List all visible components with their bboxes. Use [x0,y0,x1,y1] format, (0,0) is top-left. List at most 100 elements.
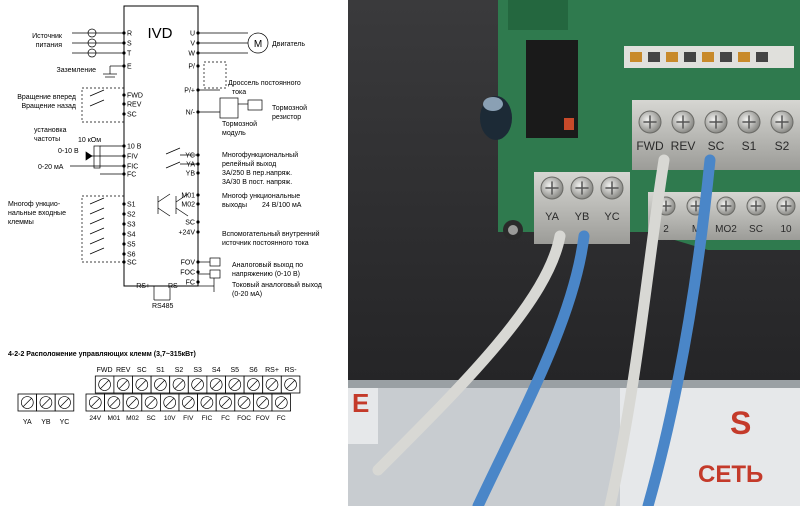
section-title: 4-2-2 Расположение управляющих клемм (3,… [8,351,196,358]
freq-label-2: частоты [34,136,60,143]
rotation-rev-label: Вращение назад [21,103,76,110]
right-terminal-dot [196,270,200,274]
photo-lower-label: M [692,224,700,235]
block-top-label: REV [116,367,131,374]
panel-label-right: СЕТЬ [698,461,763,488]
left-terminal-label: S6 [127,252,136,259]
supply-label-2: питания [36,42,62,49]
photo-top-label: REV [671,139,696,153]
wire-blue-right [642,154,716,506]
block-top-label: SC [137,367,147,374]
block-bottom-label: FIV [183,415,194,422]
terminal-screw-icon [228,378,242,391]
block-left-label: YB [41,419,51,426]
block-top-label: S6 [249,367,258,374]
relay-label-1: Многофункциональный [222,151,298,159]
multi-input-switches [81,195,125,263]
analog-v-label-1: Аналоговый выход по [232,261,303,269]
photo-top-label: FWD [636,139,664,153]
brake-res-label-1: Тормозной [272,104,307,112]
left-terminal-label: E [127,64,132,71]
motor-icon [247,32,269,54]
photo-relay-label: YA [545,211,560,223]
pcb-components [624,46,794,68]
panel-label-mid: S [730,405,751,441]
curr-in-label: 0-20 мА [38,164,64,171]
block-top-label: S5 [231,367,240,374]
terminal-screw-icon [126,396,139,409]
transistor-outputs [157,193,189,217]
left-terminal-label: FC [127,172,136,179]
supply-label-1: Источник [32,33,63,40]
photo-relay-label: YB [575,211,590,223]
terminal-screw-icon [98,378,111,391]
block-top-label: RS+ [265,367,279,374]
multi-in-label-1: Многоф ункцио- [8,201,61,208]
pot-label: 10 кОм [78,137,101,144]
terminal-screw-icon [88,396,102,409]
terminal-screw-icon [135,378,149,391]
terminal-screw-icon [209,378,223,391]
wire-blue-left [472,230,590,506]
rs485-wiring [153,286,171,301]
volt-in-label: 0-10 В [58,148,79,155]
relay-terminal-labels: YA YB YC [545,211,620,223]
relay-terminal-screws [540,176,624,200]
right-terminal-label: YC [185,153,195,160]
multi-in-label-3: клеммы [8,219,34,226]
photo-lower-label: 10 [780,224,792,235]
block-bottom-label: FC [277,415,286,422]
block-left-label: YA [23,419,32,426]
right-terminal-label: FOV [181,260,196,267]
left-terminal-label: T [127,51,132,58]
photo-relay-label: YC [604,211,619,223]
terminal-screw-icon [20,396,34,409]
right-terminal-dot [196,220,200,224]
rs485-label: RS485 [152,303,174,310]
choke-label-2: тока [232,89,246,96]
terminal-screw-icon [107,396,121,409]
right-terminal-label: N/- [186,110,196,117]
rs-minus-label: RS- [168,283,181,290]
block-top-label: RS- [285,367,298,374]
photo-lower-label: MO2 [715,224,737,235]
panel-label-left: E [352,388,369,418]
terminal-screw-icon [274,396,288,409]
aux-label-1: Вспомогательный внутренний [222,230,320,238]
right-terminal-label: P/+ [184,88,195,95]
wire-white-left [372,230,566,476]
multi-in-label-2: нальные входные [8,210,66,217]
left-terminal-label: FIC [127,164,138,171]
left-terminal-label: FIV [127,154,138,161]
brake-wiring [198,61,263,119]
brake-mod-label-1: Тормозной [222,120,257,128]
relay-label-3: 3А/250 В пер.напряж. [222,170,292,177]
motor-symbol: M [254,39,262,50]
block-bottom-label: M01 [107,415,120,422]
right-terminal-label: SC [185,220,195,227]
terminal-screw-icon [200,396,214,409]
freq-wiring [70,145,124,175]
right-terminal-label: +24V [178,230,195,237]
block-bottom-label: SC [147,415,156,422]
right-terminal-dot [196,280,200,284]
right-terminal-label: FC [186,280,195,287]
motor-label: Двигатель [272,41,305,48]
outputs-label-1: Многоф ункциональные [222,193,300,200]
left-terminal-label: S4 [127,232,136,239]
analog-output-wiring [198,257,221,292]
terminal-screw-icon [247,378,260,391]
photo-lower-label: SC [749,224,763,235]
relay-label-4: 3А/30 В пост. напряж. [222,179,292,186]
block-top-label: S2 [175,367,184,374]
photo-top-label: S2 [775,139,790,153]
right-terminal-dot [196,230,200,234]
block-bottom-label: FC [221,415,230,422]
terminal-screw-icon [144,396,158,409]
right-terminal-dot [196,202,200,206]
terminal-screw-icon [256,396,270,409]
